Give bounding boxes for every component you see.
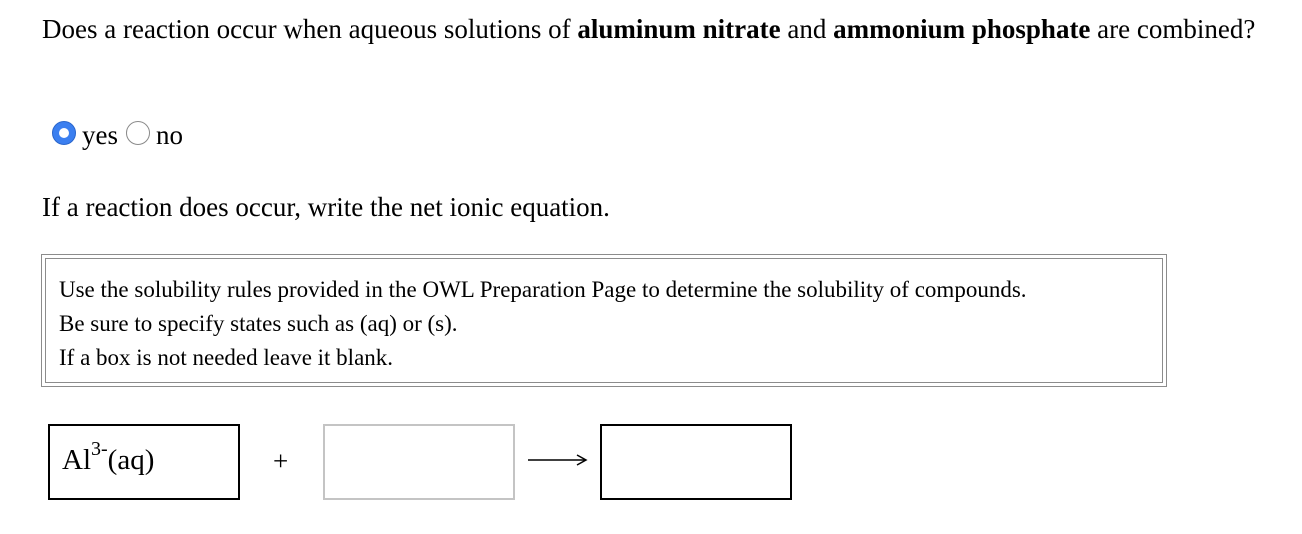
plus-sign: +	[273, 446, 289, 476]
reactant-1-charge: 3-	[91, 438, 108, 461]
reactant-1-state: (aq)	[107, 444, 155, 476]
question-part-1: Does a reaction occur when aqueous solut…	[42, 14, 578, 44]
reactant-2-input[interactable]	[323, 424, 515, 500]
question-part-3: are combined?	[1090, 14, 1256, 44]
solubility-rules-inner: Use the solubility rules provided in the…	[45, 258, 1163, 383]
question-text: Does a reaction occur when aqueous solut…	[42, 12, 1272, 47]
reactant-1-input[interactable]: Al3-(aq)	[48, 424, 240, 500]
reaction-arrow-icon	[528, 454, 588, 466]
rule-line-2: Be sure to specify states such as (aq) o…	[59, 311, 458, 336]
radio-yes[interactable]	[52, 121, 76, 145]
rule-line-1: Use the solubility rules provided in the…	[59, 277, 1027, 302]
product-input[interactable]	[600, 424, 792, 500]
reactant-2-name: ammonium phosphate	[833, 14, 1091, 44]
reactant-1-name: aluminum nitrate	[577, 14, 781, 44]
instruction-text: If a reaction does occur, write the net …	[42, 192, 610, 222]
radio-no[interactable]	[126, 121, 150, 145]
answer-radio-group: yes no	[52, 116, 191, 150]
radio-yes-label[interactable]: yes	[82, 119, 118, 150]
reactant-1-symbol: Al	[62, 444, 91, 476]
radio-no-label[interactable]: no	[156, 119, 183, 150]
solubility-rules-box: Use the solubility rules provided in the…	[41, 254, 1167, 387]
question-part-2: and	[780, 14, 834, 44]
rule-line-3: If a box is not needed leave it blank.	[59, 345, 394, 370]
